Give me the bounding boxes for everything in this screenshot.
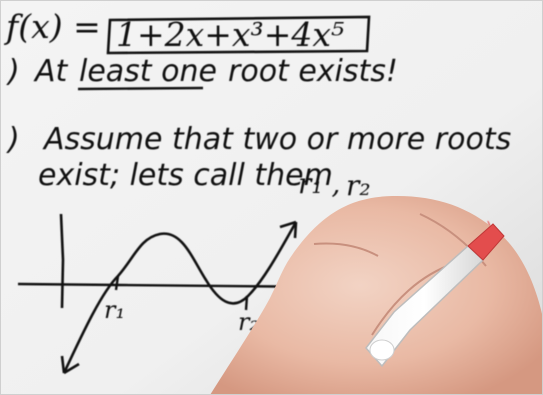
statement-1-text-b: least one: [79, 54, 217, 89]
finger-crease-1: [313, 242, 379, 257]
statement-2-marker: ): [6, 122, 20, 157]
graph-label-r1: r₁: [104, 296, 125, 324]
statement-1: ) At least one root exists!: [6, 54, 398, 91]
function-label: f(x) =: [3, 7, 101, 46]
statement-1-underline: [77, 86, 204, 91]
statement-3-text: exist; lets call them: [38, 158, 333, 193]
arrowhead-left: [60, 355, 80, 375]
marker-cap-band: [467, 223, 505, 261]
statement-1-text-c: root exists!: [228, 54, 398, 89]
root-variable-2: r₂: [346, 169, 371, 202]
root-tick-1: [114, 275, 120, 291]
statement-3: exist; lets call them r₁ , r₂: [38, 158, 371, 202]
function-expression: 1+2x+x³+4x⁵: [116, 15, 344, 54]
function-definition: f(x) = 1+2x+x³+4x⁵: [3, 7, 371, 55]
graph-sketch: r₁ r₂: [17, 213, 351, 375]
hand-with-marker: [210, 195, 543, 395]
statement-2: ) Assume that two or more roots: [6, 122, 511, 157]
statement-2-text: Assume that two or more roots: [42, 122, 511, 157]
expression-box: [106, 15, 371, 55]
root-variable-1: r₁ ,: [298, 167, 340, 200]
root-tick-2: [244, 295, 249, 311]
y-axis: [59, 213, 65, 309]
function-curve: [62, 221, 298, 374]
hand: [210, 195, 543, 395]
arrowhead-right: [279, 220, 298, 239]
marker-end: [369, 339, 395, 361]
statement-1-text-a: At: [33, 54, 69, 89]
statement-1-marker: ): [6, 54, 20, 89]
